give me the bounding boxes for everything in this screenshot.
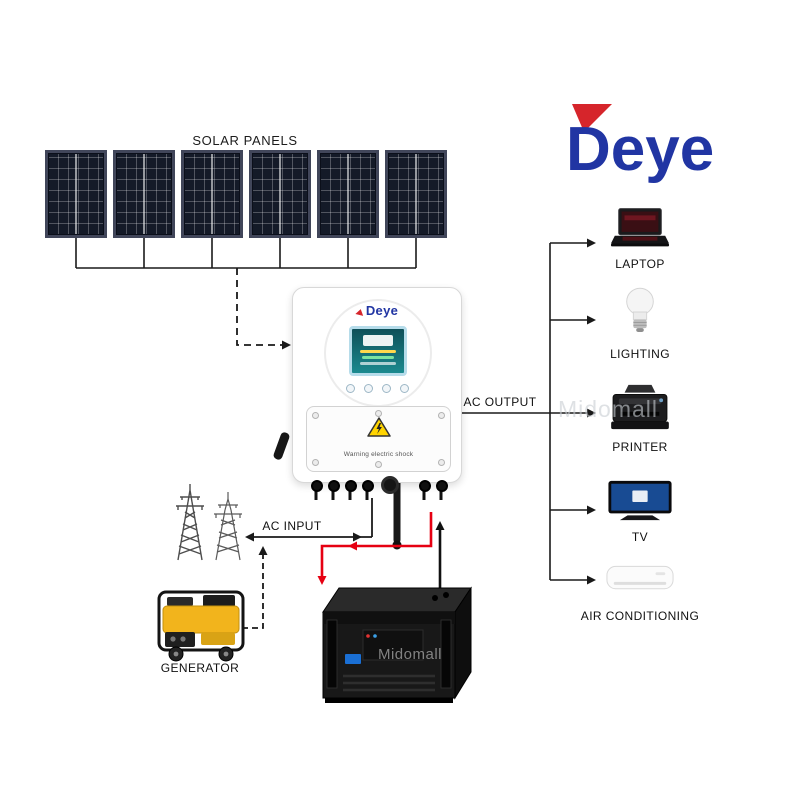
solar-panel: [113, 150, 175, 238]
solar-panel: [317, 150, 379, 238]
load-label: AIR CONDITIONING: [580, 609, 700, 623]
watermark: Midomall: [377, 646, 442, 663]
inverter-connector: [345, 480, 357, 492]
load-item-tv: TV: [575, 479, 705, 544]
inverter-access-panel: Warning electric shock: [306, 406, 451, 472]
screen-graphic: [361, 356, 395, 359]
inverter-brand-logo: Deye: [293, 303, 461, 318]
printer-icon: [611, 384, 669, 430]
laptop-icon: [610, 208, 670, 247]
inverter-connector: [436, 480, 448, 492]
warning-triangle-icon: [366, 417, 391, 437]
solar-panel: [385, 150, 447, 238]
screw-icon: [438, 412, 445, 419]
logo-text: Deye: [566, 115, 714, 184]
tv-icon: [608, 480, 672, 521]
inverter-cable: [314, 479, 443, 550]
inverter-brand-text: Deye: [365, 303, 399, 318]
inverter-button: [381, 384, 391, 393]
screw-icon: [375, 410, 382, 417]
inverter-warning-text: Warning electric shock: [343, 451, 414, 458]
screen-graphic: [359, 362, 397, 365]
ac-input-label: AC INPUT: [262, 519, 322, 533]
load-label: LAPTOP: [615, 257, 665, 271]
inverter-buttons: [293, 384, 461, 393]
deye-logo-graphic: Deye: [566, 104, 714, 184]
logo-red-flag: [572, 104, 612, 132]
screw-icon: [312, 412, 319, 419]
ac-output-label: AC OUTPUT: [463, 395, 537, 409]
screw-icon: [312, 459, 319, 466]
load-label: LIGHTING: [610, 347, 670, 361]
load-item-air-conditioner: AIR CONDITIONING: [575, 564, 705, 623]
load-item-laptop: LAPTOP: [575, 206, 705, 271]
pv-bus-lines: [75, 238, 417, 269]
inverter-connector: [362, 480, 374, 492]
inverter-logo-red-flag: [355, 308, 365, 316]
inverter-button: [399, 384, 409, 393]
solar-panel: [45, 150, 107, 238]
screw-icon: [375, 461, 382, 468]
inverter-cable-gland: [381, 476, 399, 494]
watermark: Midomall: [557, 396, 659, 422]
pv-feed-line: [236, 268, 291, 350]
solar-panels-label: SOLAR PANELS: [192, 133, 298, 148]
inverter-connector: [311, 480, 323, 492]
load-label: TV: [631, 530, 649, 544]
inverter: Deye Warning electric shock: [292, 287, 462, 494]
battery-icon: [322, 586, 472, 703]
screen-graphic: [359, 350, 397, 353]
screw-icon: [438, 459, 445, 466]
deye-logo: Deye: [542, 96, 772, 196]
bulb-icon: [626, 287, 654, 332]
inverter-button: [345, 384, 355, 393]
generator-icon: [157, 590, 245, 662]
inverter-screen: [349, 326, 407, 376]
air-conditioner-icon: [606, 565, 674, 590]
inverter-antenna: [272, 431, 291, 461]
solar-panel-row: [45, 150, 447, 238]
solar-panel: [249, 150, 311, 238]
inverter-connector: [419, 480, 431, 492]
inverter-connector: [328, 480, 340, 492]
power-grid-icon: [176, 484, 242, 561]
load-item-lighting: LIGHTING: [575, 284, 705, 361]
screen-graphic: [362, 335, 394, 346]
load-label: PRINTER: [612, 440, 668, 454]
solar-panel: [181, 150, 243, 238]
generator-label: GENERATOR: [160, 661, 240, 675]
inverter-button: [363, 384, 373, 393]
load-item-printer: PRINTER: [575, 383, 705, 454]
